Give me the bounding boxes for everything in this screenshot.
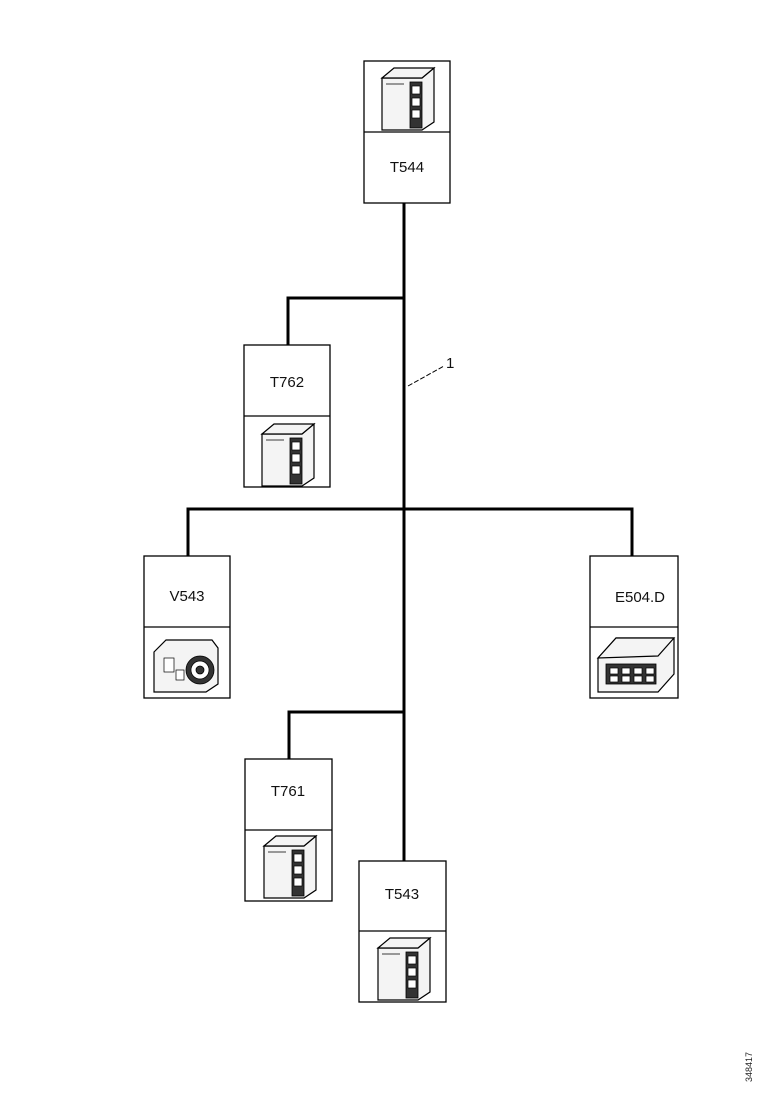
branch-t762-wire xyxy=(286,296,404,345)
node-t543: T543 xyxy=(358,860,447,1003)
node-v543-label: V543 xyxy=(169,588,204,605)
callout-label: 1 xyxy=(446,355,454,372)
node-t544: T544 xyxy=(363,60,451,204)
branch-t761-wire xyxy=(287,710,404,759)
figure-reference-number: 348417 xyxy=(744,1051,754,1082)
branch-horizontal-wire xyxy=(186,507,634,556)
node-e504d: E504.D xyxy=(589,555,679,699)
callout-leader-line xyxy=(407,365,445,387)
node-t761: T761 xyxy=(244,758,333,902)
node-t761-label: T761 xyxy=(271,783,305,800)
node-t544-label: T544 xyxy=(390,159,424,176)
node-t762: T762 xyxy=(243,344,331,488)
wiring-harness xyxy=(186,203,634,861)
node-v543: V543 xyxy=(143,555,231,699)
callout-1: 1 xyxy=(407,355,454,387)
node-t762-label: T762 xyxy=(270,374,304,391)
connector-icon xyxy=(263,835,317,899)
node-e504d-label: E504.D xyxy=(615,589,665,606)
connector-icon xyxy=(261,423,315,487)
node-t543-label: T543 xyxy=(385,886,419,903)
connector-icon xyxy=(381,67,435,131)
wide-connector-icon xyxy=(597,637,675,693)
round-connector-icon xyxy=(153,639,219,693)
connector-icon xyxy=(377,937,431,1001)
